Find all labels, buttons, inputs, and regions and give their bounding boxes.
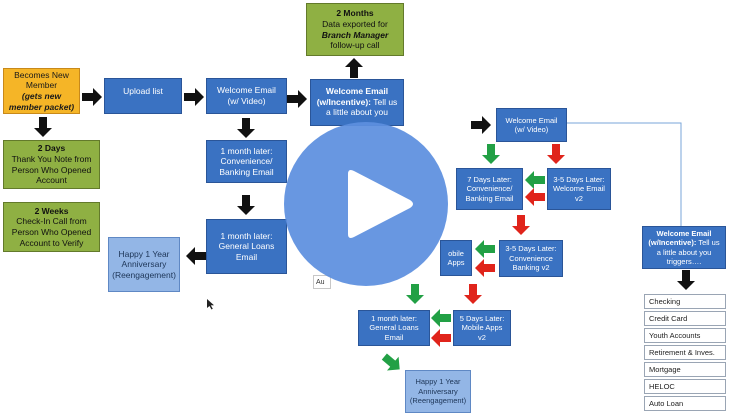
checklist-item-youth-accounts: Youth Accounts <box>644 328 726 343</box>
checklist-label: Retirement & Inves. <box>649 348 715 357</box>
mobile-apps-partial-label: obile Apps <box>447 248 465 267</box>
checklist-label: HELOC <box>649 382 675 391</box>
arrow-incentive-to-two-months <box>345 58 363 78</box>
checklist-label: Credit Card <box>649 314 688 323</box>
two-months-role: Branch Manager <box>321 29 389 40</box>
three-five-welcome-box: 3-5 Days Later: Welcome Email v2 <box>547 168 611 210</box>
checklist-item-heloc: HELOC <box>644 379 726 394</box>
arrow-green-left-1 <box>525 171 545 189</box>
two-months-box: 2 Months Data exported for Branch Manage… <box>306 3 404 56</box>
arrow-loans-to-anniversary <box>186 247 206 265</box>
welcome-incentive-right-body: Tell us a little about you triggers…. <box>656 238 720 266</box>
arrow-red-left-1 <box>525 188 545 206</box>
partial-hidden-box: Au <box>313 275 331 289</box>
arrow-into-welcome-right <box>471 116 491 134</box>
seven-days-convenience-box: 7 Days Later: Convenience/ Banking Email <box>456 168 523 210</box>
two-weeks-title: 2 Weeks <box>34 205 69 216</box>
checklist-label: Mortgage <box>649 365 681 374</box>
checklist-label: Youth Accounts <box>649 331 701 340</box>
arrow-member-to-upload <box>82 88 102 106</box>
two-months-line2: follow-up call <box>330 40 380 51</box>
welcome-incentive-right-box: Welcome Email (w/Incentive): Tell us a l… <box>642 226 726 269</box>
arrow-green-left-3 <box>431 309 451 327</box>
arrow-green-to-seven-days <box>482 144 500 164</box>
one-month-convenience-label: 1 month later: Convenience/ Banking Emai… <box>219 145 274 177</box>
welcome-email-video-right-box: Welcome Email (w/ Video) <box>496 108 567 142</box>
arrow-red-to-welcome-v2 <box>547 144 565 164</box>
mobile-apps-partial-box: obile Apps <box>440 240 472 276</box>
one-month-loans-box: 1 month later: General Loans Email <box>206 219 287 274</box>
two-weeks-box: 2 Weeks Check-In Call from Person Who Op… <box>3 202 100 252</box>
happy-1yr-left-label: Happy 1 Year Anniversary (Reengagement) <box>112 248 176 280</box>
arrow-incentive-to-checklist <box>677 270 695 290</box>
happy-1yr-right-label: Happy 1 Year Anniversary (Reengagement) <box>409 377 467 406</box>
two-months-title: 2 Months <box>336 8 374 19</box>
one-month-loans-label: 1 month later: General Loans Email <box>218 230 275 262</box>
new-member-note: (gets new member packet) <box>8 91 75 112</box>
upload-list-box: Upload list <box>104 78 182 114</box>
arrow-red-to-convenience-v2 <box>512 215 530 235</box>
checklist-item-auto-loan: Auto Loan <box>644 396 726 411</box>
welcome-email-video-label: Welcome Email (w/ Video) <box>217 85 276 106</box>
three-five-convenience-label: 3-5 Days Later: Convenience Banking v2 <box>505 244 557 273</box>
arrow-green-left-2 <box>475 240 495 258</box>
arrow-red-to-mobile-v2 <box>464 284 482 304</box>
checklist-item-checking: Checking <box>644 294 726 309</box>
welcome-email-video-box: Welcome Email (w/ Video) <box>206 78 287 114</box>
seven-days-convenience-label: 7 Days Later: Convenience/ Banking Email <box>465 174 514 203</box>
new-member-title: Becomes New Member <box>14 69 69 91</box>
welcome-incentive-title: Welcome Email (w/Incentive): <box>316 86 389 107</box>
checklist-label: Auto Loan <box>649 399 684 408</box>
arrow-welcome-to-incentive <box>287 90 307 108</box>
five-days-mobile-box: 5 Days Later: Mobile Apps v2 <box>453 310 511 346</box>
partial-hidden-label: Au <box>316 278 325 286</box>
welcome-email-video-right-label: Welcome Email (w/ Video) <box>505 115 558 134</box>
mouse-cursor-icon <box>207 299 214 310</box>
one-month-convenience-box: 1 month later: Convenience/ Banking Emai… <box>206 140 287 183</box>
two-days-body: Thank You Note from Person Who Opened Ac… <box>11 153 92 186</box>
checklist-label: Checking <box>649 297 681 306</box>
two-months-line1: Data exported for <box>322 18 388 29</box>
upload-list-label: Upload list <box>123 86 163 96</box>
five-days-mobile-label: 5 Days Later: Mobile Apps v2 <box>459 313 505 342</box>
welcome-incentive-body: Tell us a little about you <box>326 96 398 118</box>
happy-1yr-left-box: Happy 1 Year Anniversary (Reengagement) <box>108 237 180 292</box>
arrow-green-to-anniversary <box>381 353 400 371</box>
arrow-welcome-to-convenience <box>237 118 255 138</box>
checklist-item-retirement: Retirement & Inves. <box>644 345 726 360</box>
arrow-upload-to-welcome <box>184 88 204 106</box>
three-five-welcome-label: 3-5 Days Later: Welcome Email v2 <box>553 174 605 203</box>
one-month-loans-right-label: 1 month later: General Loans Email <box>369 313 419 342</box>
arrow-member-to-two-days <box>34 117 52 137</box>
arrow-red-left-3 <box>431 329 451 347</box>
play-icon[interactable] <box>340 168 418 240</box>
arrow-red-left-2 <box>475 259 495 277</box>
arrow-convenience-to-loans <box>237 195 255 215</box>
checklist-item-credit-card: Credit Card <box>644 311 726 326</box>
two-days-box: 2 Days Thank You Note from Person Who Op… <box>3 140 100 189</box>
two-weeks-body: Check-In Call from Person Who Opened Acc… <box>11 216 92 248</box>
connector-line <box>567 122 682 226</box>
happy-1yr-right-box: Happy 1 Year Anniversary (Reengagement) <box>405 370 471 413</box>
welcome-incentive-box: Welcome Email (w/Incentive): Tell us a l… <box>310 79 404 126</box>
arrow-green-to-loans-right <box>406 284 424 304</box>
two-days-title: 2 Days <box>37 143 66 154</box>
three-five-convenience-box: 3-5 Days Later: Convenience Banking v2 <box>499 240 563 277</box>
becomes-new-member-box: Becomes New Member (gets new member pack… <box>3 68 80 114</box>
welcome-incentive-right-title: Welcome Email (w/Incentive): <box>648 228 712 248</box>
one-month-loans-right-box: 1 month later: General Loans Email <box>358 310 430 346</box>
checklist-item-mortgage: Mortgage <box>644 362 726 377</box>
